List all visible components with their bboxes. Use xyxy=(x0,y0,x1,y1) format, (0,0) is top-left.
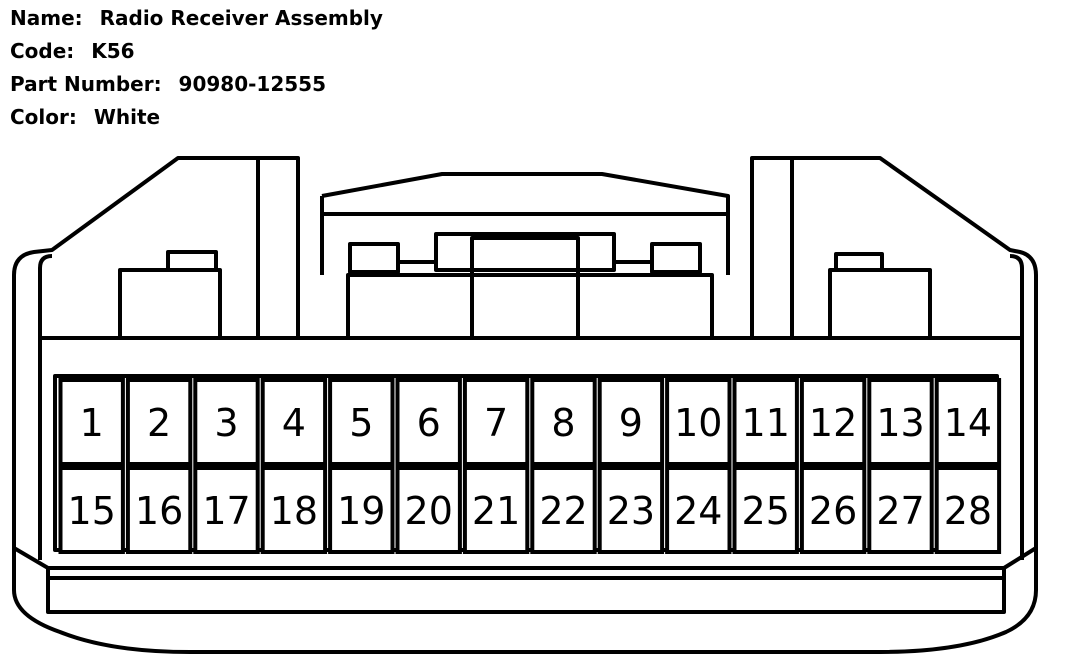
pin-label-14: 14 xyxy=(944,401,992,445)
part-number-label: Part Number: xyxy=(10,72,162,96)
top-latch xyxy=(320,172,730,275)
pin-cell-5 xyxy=(328,378,395,466)
pin-label-28: 28 xyxy=(944,489,992,533)
pin-cell-2 xyxy=(125,378,193,466)
pin-label-16: 16 xyxy=(135,489,183,533)
part-number-value: 90980-12555 xyxy=(178,72,326,96)
pin-label-8: 8 xyxy=(551,401,575,445)
pin-cell-16 xyxy=(125,466,193,554)
pin-cell-27 xyxy=(867,466,934,554)
pin-cell-14 xyxy=(934,378,1002,466)
left-tab xyxy=(166,250,218,270)
pin-cell-18 xyxy=(260,466,328,554)
housing-inner-right-upper xyxy=(828,268,1022,340)
bottom-plate xyxy=(46,568,1006,614)
pin-label-1: 1 xyxy=(80,401,104,445)
pin-label-17: 17 xyxy=(202,489,250,533)
pin-label-21: 21 xyxy=(472,489,520,533)
color-row: Color: White xyxy=(10,101,383,134)
pin-cells xyxy=(58,378,1002,554)
pin-cell-8 xyxy=(530,378,597,466)
pin-label-24: 24 xyxy=(674,489,722,533)
pin-cell-23 xyxy=(597,466,665,554)
pin-cell-17 xyxy=(193,466,260,554)
pin-cell-22 xyxy=(530,466,597,554)
housing-inner xyxy=(38,254,1024,338)
name-row: Name: Radio Receiver Assembly xyxy=(10,2,383,35)
pin-label-3: 3 xyxy=(214,401,238,445)
pin-cell-6 xyxy=(395,378,462,466)
pin-label-11: 11 xyxy=(742,401,790,445)
pin-cell-11 xyxy=(732,378,799,466)
connector-info: Name: Radio Receiver Assembly Code: K56 … xyxy=(10,2,383,134)
pin-label-12: 12 xyxy=(809,401,857,445)
code-row: Code: K56 xyxy=(10,35,383,68)
pin-cell-10 xyxy=(665,378,732,466)
code-value: K56 xyxy=(91,39,135,63)
pin-label-15: 15 xyxy=(68,489,116,533)
pin-cell-20 xyxy=(395,466,462,554)
pin-label-9: 9 xyxy=(619,401,643,445)
color-value: White xyxy=(93,105,161,129)
pin-label-10: 10 xyxy=(674,401,722,445)
pin-label-18: 18 xyxy=(270,489,318,533)
pin-cell-21 xyxy=(462,466,530,554)
latch-bridge xyxy=(434,232,616,272)
pin-cell-15 xyxy=(58,466,125,554)
pin-cell-9 xyxy=(597,378,665,466)
pin-cell-19 xyxy=(328,466,395,554)
housing-inner-left-upper xyxy=(40,268,222,340)
pin-label-27: 27 xyxy=(876,489,924,533)
pin-cell-1 xyxy=(58,378,125,466)
pin-cell-7 xyxy=(462,378,530,466)
pin-label-23: 23 xyxy=(607,489,655,533)
pin-cell-13 xyxy=(867,378,934,466)
pin-label-6: 6 xyxy=(417,401,441,445)
pin-label-26: 26 xyxy=(809,489,857,533)
name-value: Radio Receiver Assembly xyxy=(99,6,383,30)
color-label: Color: xyxy=(10,105,77,129)
housing-outer xyxy=(12,156,1038,654)
pin-cell-12 xyxy=(799,378,867,466)
pin-cell-28 xyxy=(934,466,1002,554)
pin-label-13: 13 xyxy=(876,401,924,445)
pin-cell-25 xyxy=(732,466,799,554)
name-label: Name: xyxy=(10,6,83,30)
lower-step xyxy=(12,546,1038,570)
pin-label-19: 19 xyxy=(337,489,385,533)
pin-label-4: 4 xyxy=(282,401,306,445)
pin-cell-4 xyxy=(260,378,328,466)
pin-cell-26 xyxy=(799,466,867,554)
pin-label-22: 22 xyxy=(539,489,587,533)
code-label: Code: xyxy=(10,39,75,63)
pin-label-2: 2 xyxy=(147,401,171,445)
latch-key xyxy=(470,236,580,340)
pin-cell-24 xyxy=(665,466,732,554)
pin-label-5: 5 xyxy=(349,401,373,445)
latch-block-left xyxy=(348,242,400,274)
latch-block-right xyxy=(650,242,702,274)
pin-label-7: 7 xyxy=(484,401,508,445)
pin-cell-3 xyxy=(193,378,260,466)
pin-label-20: 20 xyxy=(405,489,453,533)
pin-label-25: 25 xyxy=(742,489,790,533)
part-number-row: Part Number: 90980-12555 xyxy=(10,68,383,101)
right-tab xyxy=(834,252,884,270)
